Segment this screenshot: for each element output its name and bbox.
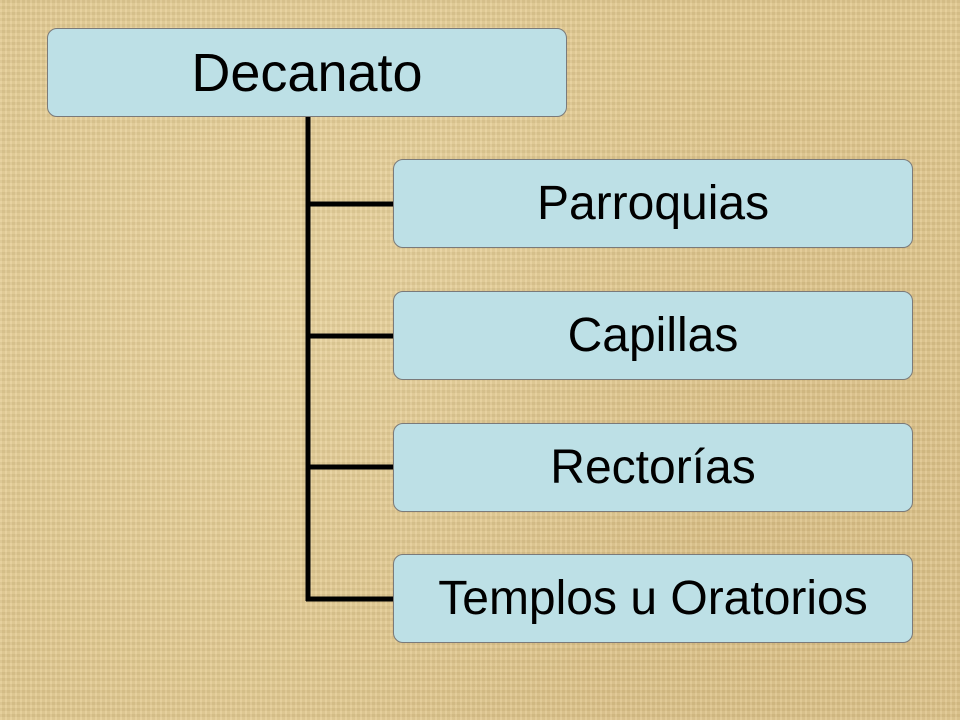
child-node-parroquias: Parroquias [393, 159, 913, 248]
child-node-label: Templos u Oratorios [438, 572, 868, 625]
child-node-rectorias: Rectorías [393, 423, 913, 512]
child-node-label: Capillas [567, 309, 739, 362]
root-node-decanato: Decanato [47, 28, 567, 117]
child-node-capillas: Capillas [393, 291, 913, 380]
root-node-label: Decanato [191, 42, 423, 103]
child-node-label: Parroquias [536, 177, 770, 230]
child-node-label: Rectorías [550, 441, 756, 494]
child-node-templos-u-oratorios: Templos u Oratorios [393, 554, 913, 643]
